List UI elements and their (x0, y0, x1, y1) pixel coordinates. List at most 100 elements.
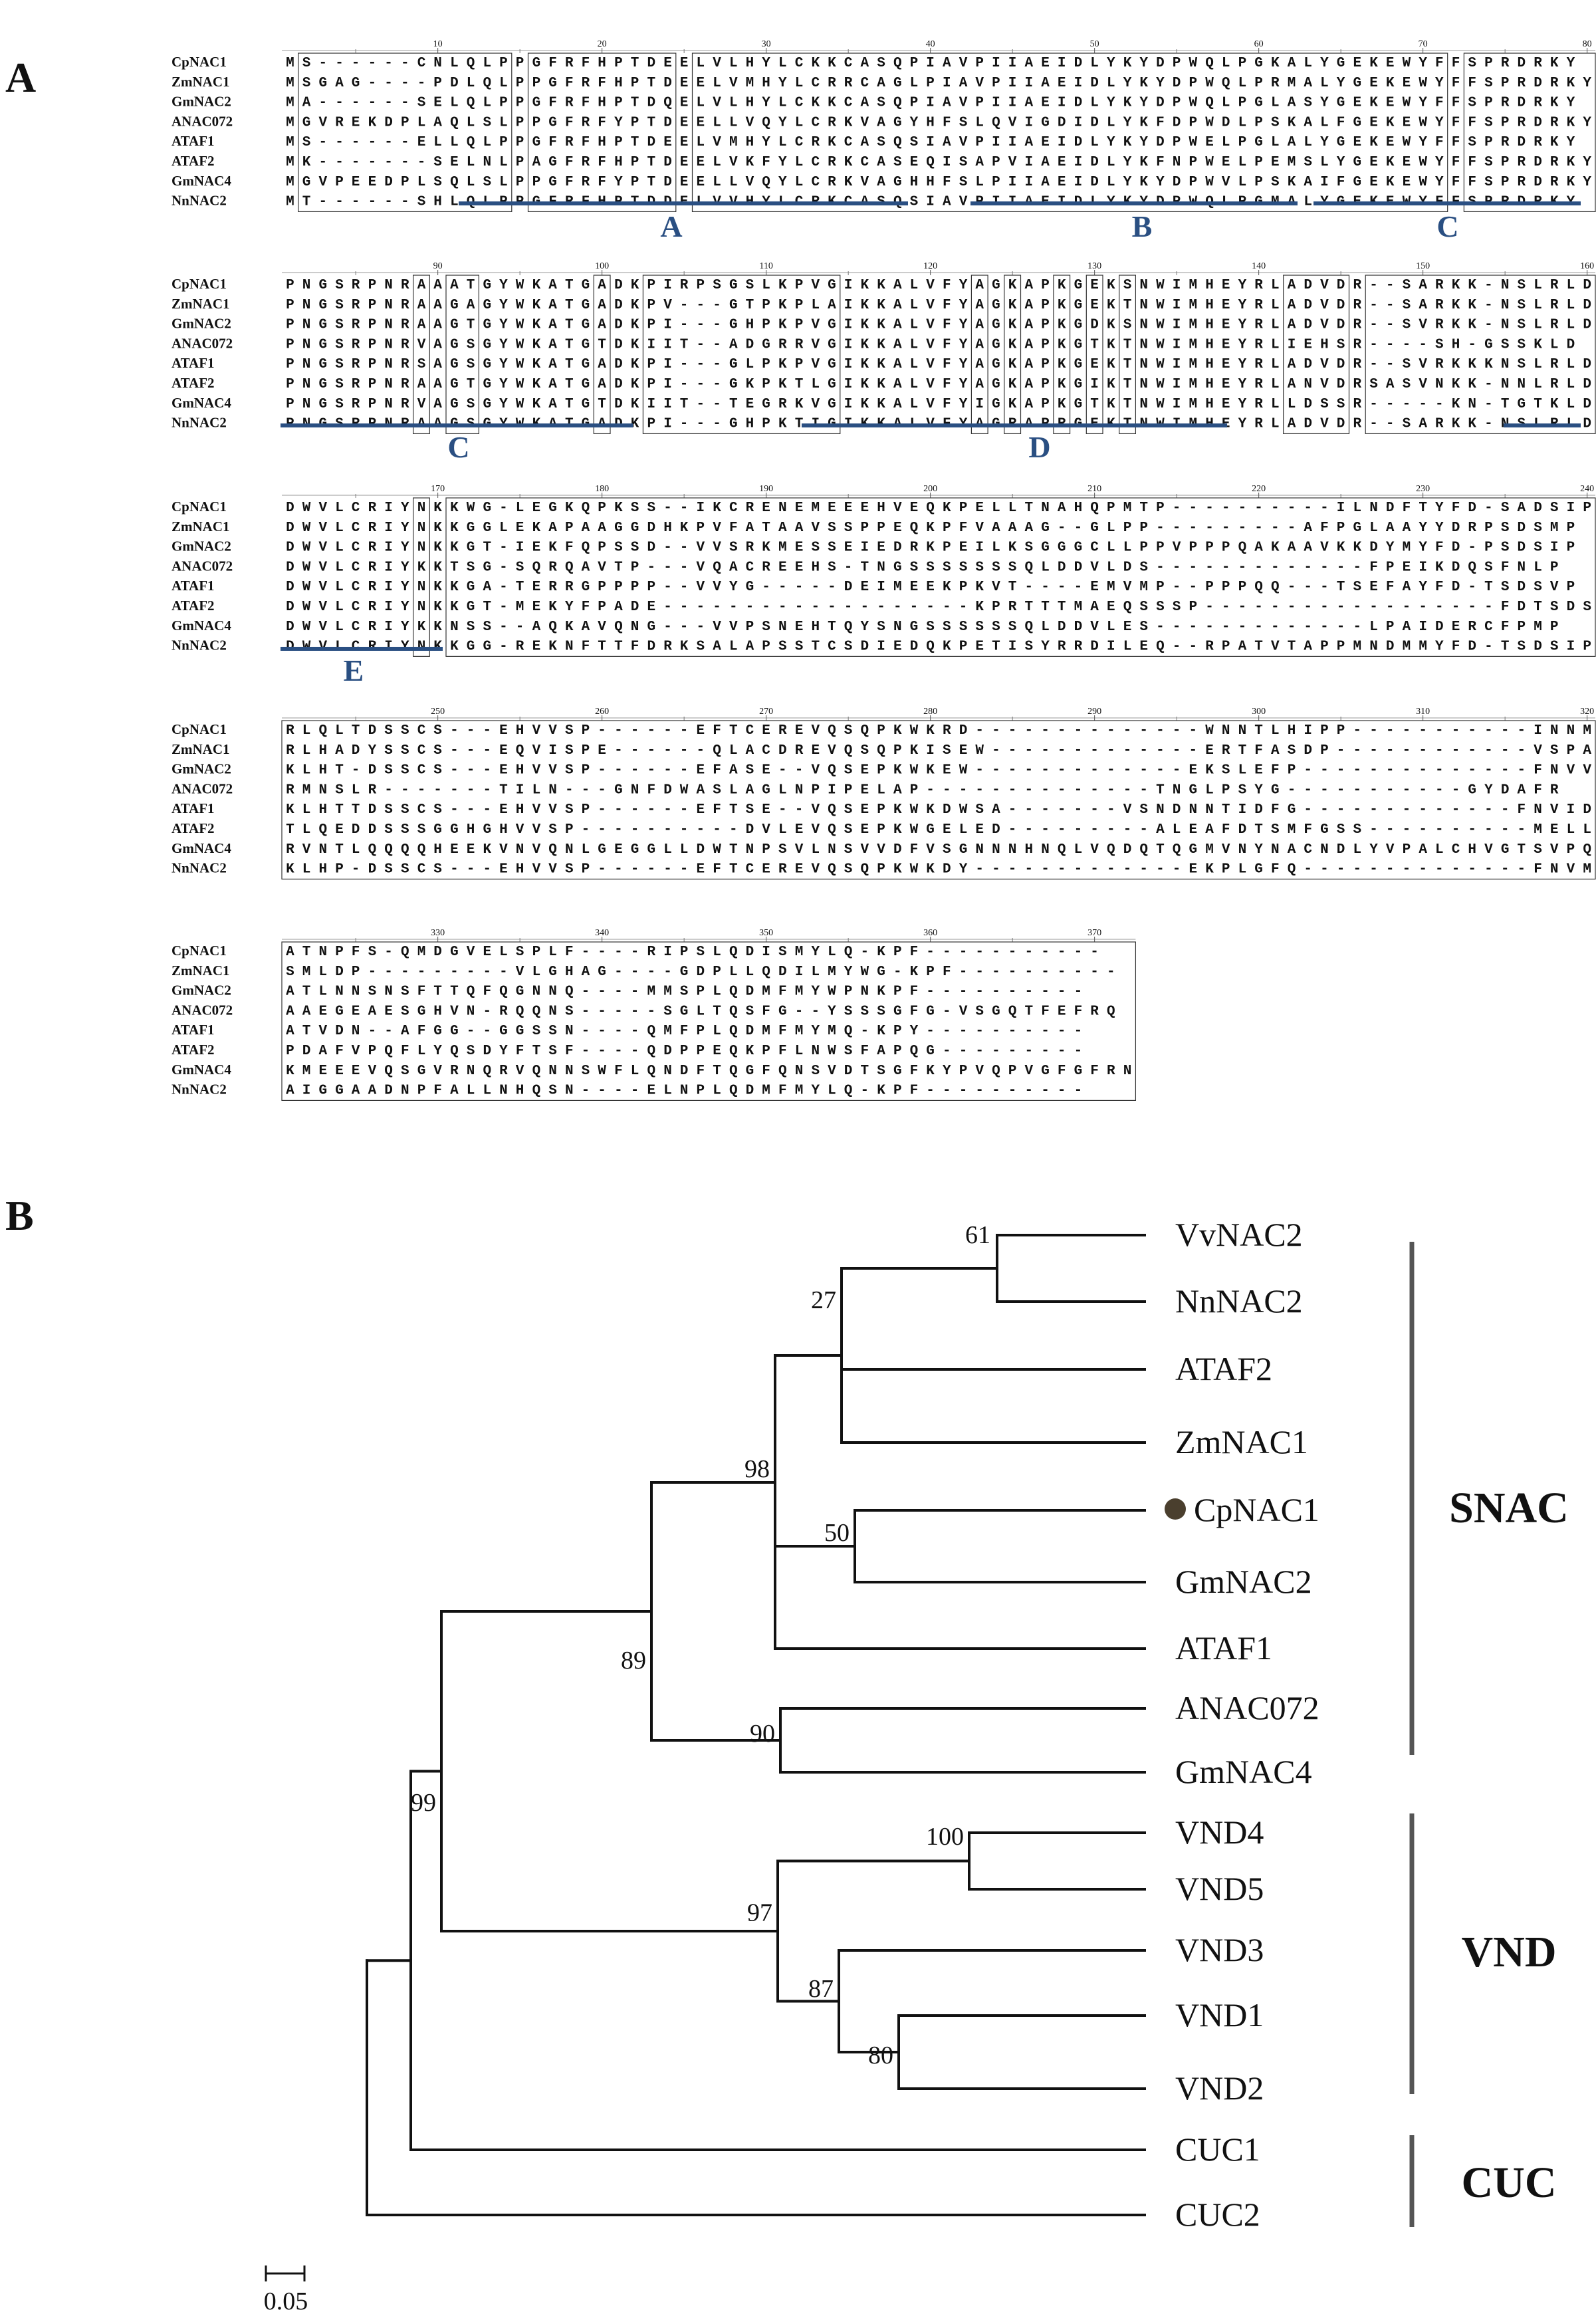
residue: F (1058, 1064, 1066, 1079)
residue: Q (401, 842, 409, 858)
residue: T (1123, 298, 1132, 313)
sequence-name: CpNAC1 (171, 54, 227, 70)
residue: S (877, 1064, 885, 1079)
ruler-number: 120 (923, 261, 937, 271)
residue: N (631, 782, 639, 798)
residue: K (1058, 298, 1066, 313)
residue: P (910, 782, 919, 798)
residue: - (1041, 743, 1050, 758)
residue: E (532, 580, 541, 595)
residue: E (943, 763, 951, 778)
residue: R (1353, 278, 1361, 293)
residue: - (992, 743, 1000, 758)
residue: W (1403, 56, 1411, 71)
residue: D (286, 580, 294, 595)
ruler-number: 280 (923, 707, 937, 717)
residue: D (1583, 377, 1591, 392)
sequence-name: NnNAC2 (171, 415, 227, 431)
residue: H (318, 802, 327, 818)
residue: A (746, 521, 754, 536)
residue: C (417, 723, 426, 739)
residue: Q (417, 842, 426, 858)
residue: K (926, 1064, 935, 1079)
residue: - (1074, 782, 1083, 798)
residue: V (811, 822, 820, 838)
residue: R (401, 318, 409, 333)
residue: R (368, 782, 377, 798)
residue: F (762, 1064, 770, 1079)
residue: A (582, 620, 590, 635)
residue: P (1173, 96, 1181, 111)
residue: N (417, 540, 426, 556)
residue: E (532, 540, 541, 556)
residue: G (959, 842, 968, 858)
residue: P (368, 318, 377, 333)
residue: - (565, 782, 574, 798)
residue: V (926, 298, 935, 313)
residue: P (516, 135, 524, 150)
residue: H (318, 862, 327, 877)
residue: G (516, 985, 524, 1000)
residue: G (483, 560, 491, 575)
variable-region-box (445, 497, 1596, 657)
residue: N (335, 985, 344, 1000)
residue: N (992, 842, 1000, 858)
residue: G (532, 96, 541, 111)
residue: S (828, 540, 836, 556)
residue: Q (1008, 1004, 1017, 1019)
residue: F (1534, 862, 1542, 877)
residue: K (893, 763, 902, 778)
residue: D (1337, 357, 1345, 372)
residue: S (877, 135, 885, 150)
residue: W (516, 318, 524, 333)
residue: Q (1468, 560, 1476, 575)
residue: A (1008, 521, 1017, 536)
residue: V (992, 580, 1000, 595)
residue: L (450, 135, 459, 150)
residue: P (532, 115, 541, 130)
residue: S (1435, 337, 1444, 352)
residue: N (1238, 842, 1247, 858)
residue: S (467, 1044, 475, 1059)
residue: - (680, 377, 689, 392)
residue: N (1550, 763, 1559, 778)
residue: L (335, 600, 344, 615)
residue: G (828, 377, 836, 392)
residue: - (1369, 298, 1378, 313)
residue: N (1435, 377, 1444, 392)
residue: K (1288, 115, 1296, 130)
residue: - (1288, 620, 1296, 635)
residue: K (943, 580, 951, 595)
residue: K (926, 763, 935, 778)
residue: C (795, 135, 804, 150)
residue: G (729, 417, 738, 432)
residue: Y (860, 620, 869, 635)
phylogenetic-tree-panel: B VvNAC2NnNAC2ATAF2ZmNAC1CpNAC1GmNAC2ATA… (5, 1192, 1569, 2315)
residue: D (1074, 135, 1083, 150)
residue: P (713, 965, 721, 980)
residue: T (614, 560, 623, 575)
residue: S (1353, 822, 1361, 838)
residue: - (696, 743, 705, 758)
residue: E (318, 1064, 327, 1079)
sequence-name: ZmNAC1 (171, 296, 230, 312)
ruler-number: 30 (762, 39, 771, 49)
residue: P (1107, 501, 1115, 516)
residue: W (516, 377, 524, 392)
residue: F (565, 115, 574, 130)
residue: - (1123, 822, 1132, 838)
residue: S (1008, 620, 1017, 635)
residue: V (811, 723, 820, 739)
residue: G (516, 1024, 524, 1039)
residue: - (1419, 600, 1427, 615)
residue: S (1123, 318, 1132, 333)
variable-region-box (1119, 275, 1136, 434)
residue: W (910, 723, 919, 739)
residue: V (860, 175, 869, 190)
residue: - (1189, 743, 1197, 758)
residue: V (1320, 298, 1329, 313)
residue: G (1468, 782, 1476, 798)
residue: A (1041, 76, 1050, 91)
residue: I (647, 397, 655, 412)
residue: A (548, 397, 557, 412)
